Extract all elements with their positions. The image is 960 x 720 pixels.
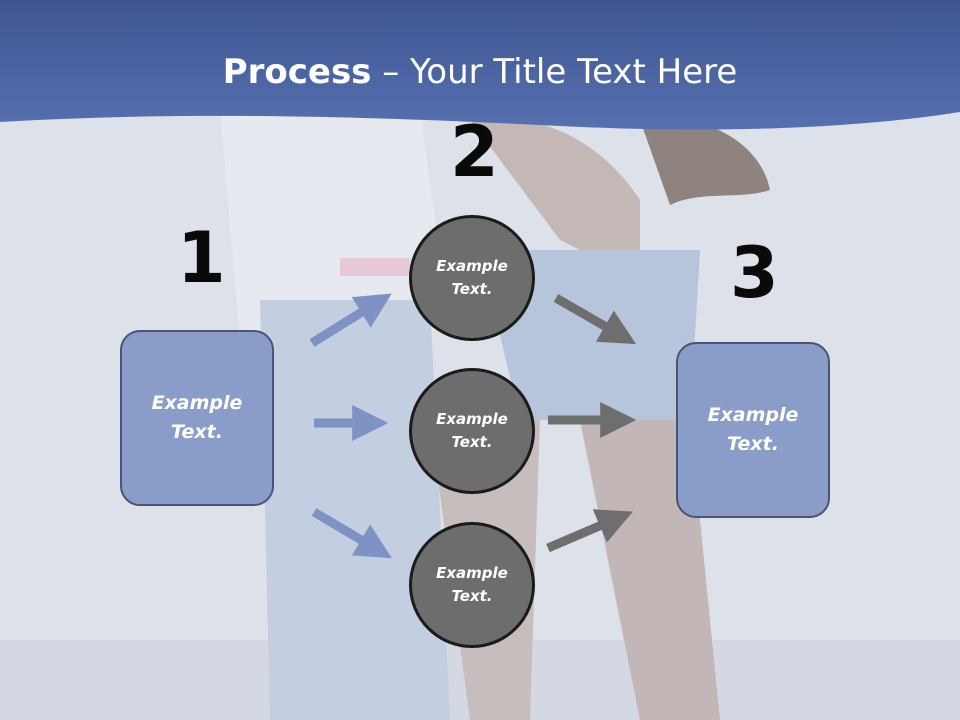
arrow-left-to-bottom	[311, 508, 392, 559]
step-number-1: 1	[177, 217, 226, 299]
slide-title: Process – Your Title Text Here	[0, 52, 960, 92]
right-box: Example Text.	[676, 342, 830, 518]
circle-bottom-text: Example Text.	[436, 564, 508, 605]
arrow-top-to-right	[553, 294, 637, 345]
header-band	[0, 0, 960, 130]
circle-middle-text: Example Text.	[436, 410, 508, 451]
left-box-text: Example Text.	[151, 392, 243, 443]
circle-top: Example Text.	[409, 215, 535, 341]
step-number-2: 2	[450, 111, 499, 193]
circle-middle: Example Text.	[409, 368, 535, 494]
title-rest: – Your Title Text Here	[371, 52, 738, 92]
arrow-left-to-top	[309, 293, 392, 347]
title-bold: Process	[222, 52, 372, 92]
circle-bottom: Example Text.	[409, 522, 535, 648]
right-box-text: Example Text.	[707, 404, 799, 455]
step-number-3: 3	[730, 232, 779, 314]
circle-top-text: Example Text.	[436, 257, 508, 298]
left-box: Example Text.	[120, 330, 274, 506]
arrow-bottom-to-right	[546, 509, 633, 553]
